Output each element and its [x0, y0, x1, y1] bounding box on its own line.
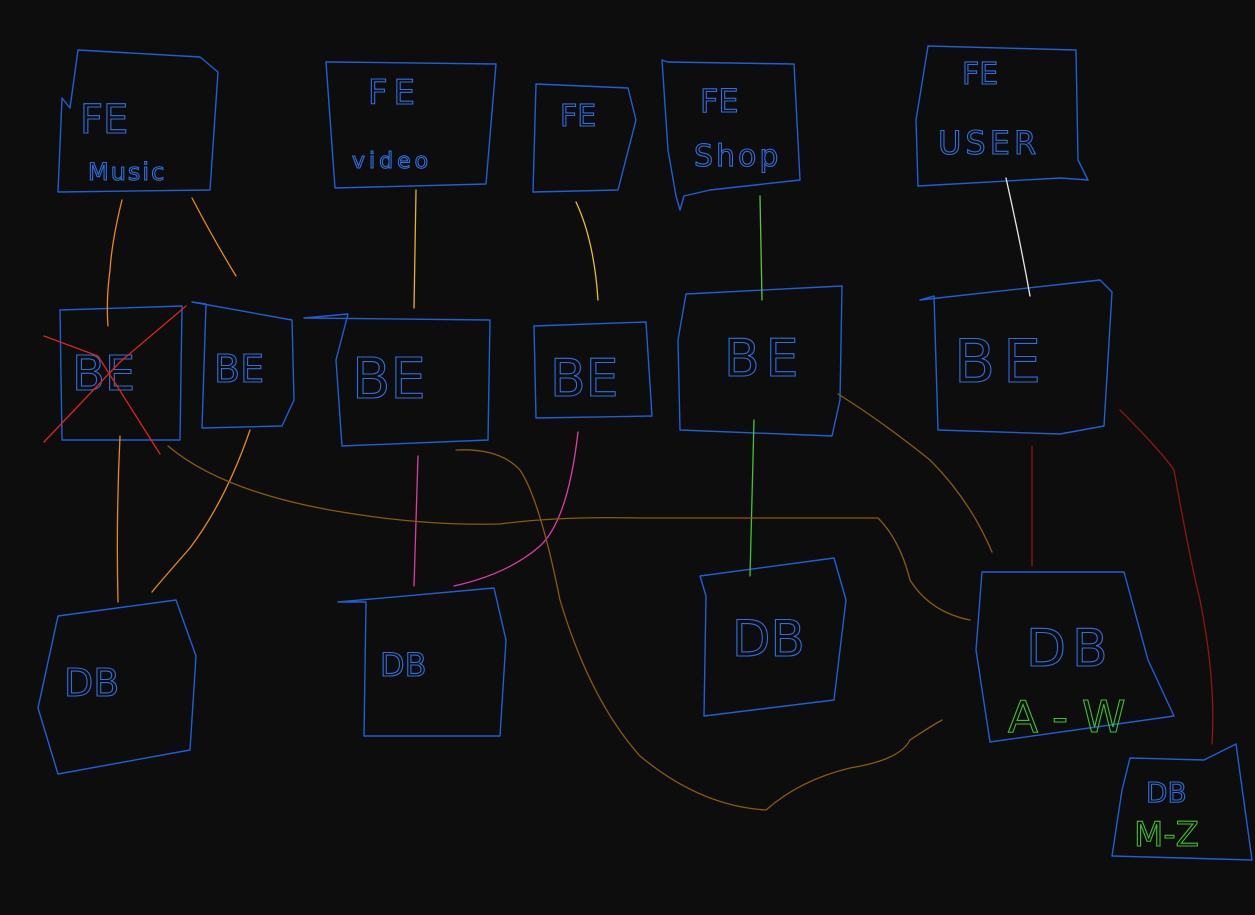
- edge-be-video-to-db-user-1: [455, 449, 943, 811]
- edge-be-user-db-user-2: [1119, 409, 1214, 745]
- edge-fe-music-be-a: [106, 199, 123, 327]
- be-user-label: BE: [954, 327, 1049, 397]
- db-user-1-range: A - W: [1008, 692, 1125, 743]
- edge-fe-music-be-b: [191, 197, 237, 277]
- edge-be-shop-db-shop: [749, 419, 755, 577]
- fe-shop-node: FE Shop: [661, 59, 801, 211]
- fe-shop-sublabel: Shop: [694, 139, 781, 174]
- be-user-node: BE: [919, 279, 1113, 435]
- cross-mark-a: [43, 335, 161, 455]
- db-video-label: DB: [380, 646, 427, 684]
- fe-music-node: FE Music: [57, 49, 219, 193]
- edge-fe-video-be-video: [413, 189, 417, 309]
- be-music-b-node: BE: [191, 301, 295, 429]
- db-user-2-node: DB M-Z: [1111, 743, 1253, 861]
- be-shop-label: BE: [724, 329, 805, 389]
- db-music-node: DB: [37, 599, 197, 775]
- db-user-1-node: DB A - W: [975, 571, 1175, 744]
- edge-be-music-to-db-user-1: [167, 445, 971, 621]
- fe-video-sublabel: video: [352, 149, 432, 174]
- be-music-a-label: BE: [72, 346, 135, 402]
- cross-mark-b: [43, 305, 187, 443]
- edge-be-a-db-music: [116, 435, 121, 603]
- db-shop-label: DB: [732, 610, 805, 668]
- edge-fe-user-be-user: [1005, 177, 1031, 297]
- fe-video-label: FE: [368, 73, 421, 113]
- fe-user-sublabel: USER: [938, 124, 1040, 162]
- edge-be-shop-to-db-user-1: [837, 393, 993, 553]
- be-shop-node: BE: [677, 285, 843, 437]
- edges: [106, 177, 1214, 811]
- fe-video-node: FE video: [325, 61, 497, 189]
- fe-music-sublabel: Music: [88, 158, 166, 186]
- edge-fe-shop-be-shop: [759, 195, 763, 301]
- be-music-a-node: BE: [43, 305, 187, 455]
- be-music-b-label: BE: [214, 347, 264, 391]
- db-user-1-label: DB: [1026, 619, 1114, 679]
- fe-plain-label: FE: [560, 99, 596, 134]
- db-music-label: DB: [64, 661, 119, 705]
- edge-be-plain-db-video: [453, 431, 579, 587]
- edge-be-b-db-music: [151, 429, 251, 593]
- be-plain-label: BE: [550, 349, 619, 409]
- fe-user-node: FE USER: [915, 45, 1089, 187]
- db-user-2-label: DB: [1146, 776, 1187, 809]
- be-video-node: BE: [303, 313, 491, 447]
- edge-fe-plain-be-plain: [575, 201, 599, 301]
- db-shop-node: DB: [699, 557, 847, 717]
- be-video-label: BE: [352, 347, 426, 412]
- fe-user-label: FE: [962, 57, 998, 92]
- db-user-2-range: M-Z: [1134, 815, 1199, 855]
- fe-plain-node: FE: [532, 83, 637, 193]
- fe-shop-label: FE: [700, 82, 739, 120]
- db-video-node: DB: [337, 587, 507, 737]
- be-plain-node: BE: [533, 321, 653, 419]
- fe-music-label: FE: [80, 97, 128, 143]
